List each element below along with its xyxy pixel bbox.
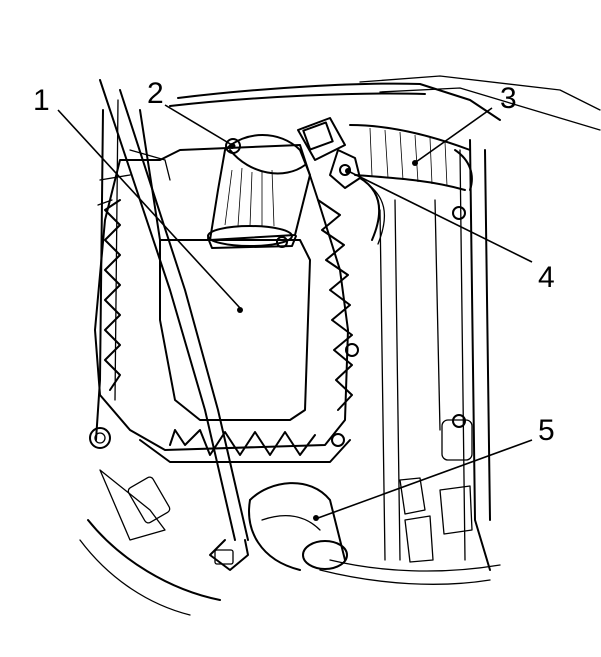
leader-3 (415, 107, 493, 163)
leader-1 (57, 109, 241, 309)
leader-4 (349, 171, 533, 263)
callout-4: 4 (538, 261, 555, 294)
leader-5 (317, 439, 533, 519)
intake-duct (207, 134, 311, 249)
leader-5-dot (313, 515, 319, 521)
leader-4-dot (345, 168, 351, 174)
callout-2: 2 (147, 77, 164, 110)
leader-lines (57, 104, 533, 521)
mass-airflow-sensor (297, 117, 473, 245)
air-cleaner-assembly (89, 144, 359, 463)
callout-1: 1 (33, 84, 50, 117)
callout-3: 3 (500, 82, 517, 115)
callout-5: 5 (538, 414, 555, 447)
callout-labels: 1 2 3 4 5 (33, 77, 555, 447)
leader-3-dot (412, 160, 418, 166)
leader-2-dot (229, 143, 235, 149)
leader-1-dot (237, 307, 243, 313)
background-structure (79, 75, 601, 616)
leader-2 (164, 104, 233, 146)
